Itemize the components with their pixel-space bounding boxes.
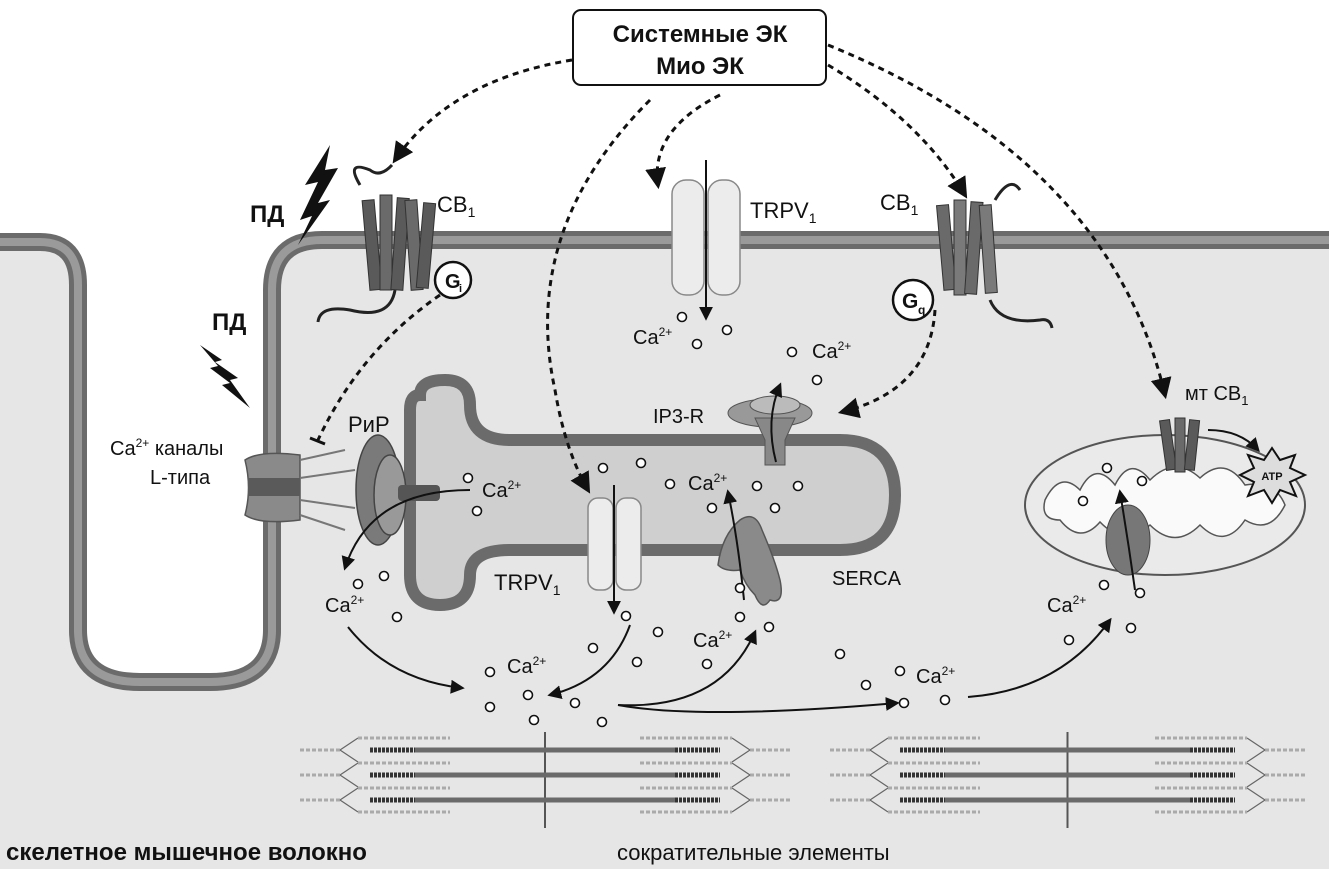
arrow-trpv1-to-myofibril bbox=[547, 624, 631, 700]
mt-cb1-label: мт CB1 bbox=[1185, 383, 1248, 408]
cb1-receptor-left bbox=[316, 163, 437, 323]
trpv1-label-sr: TRPV1 bbox=[494, 570, 561, 598]
trpv1-channel-sr bbox=[587, 485, 642, 615]
inhibition-bar bbox=[309, 436, 326, 446]
arrow-to-trpv1-top bbox=[645, 93, 721, 190]
l-type-label-line1: Ca2+ каналы bbox=[110, 436, 223, 460]
calcium-labels: Ca2+ Ca2+ Ca2+ Ca2+ Ca2+ Ca2+ Ca2+ Ca2+ … bbox=[325, 325, 1086, 688]
svg-text:Ca2+: Ca2+ bbox=[482, 478, 521, 502]
ap-label-top: ПД bbox=[250, 201, 284, 228]
arrow-to-mitochondrion bbox=[967, 617, 1112, 698]
ip3-receptor bbox=[727, 382, 813, 466]
signaling-arrows bbox=[316, 43, 1172, 494]
cb1-label-left: CB1 bbox=[437, 192, 476, 220]
svg-text:Ca2+: Ca2+ bbox=[812, 339, 851, 363]
arrow-to-right-pool bbox=[617, 696, 900, 714]
lightning-icon-top bbox=[298, 145, 338, 245]
lightning-icon-side bbox=[200, 345, 250, 408]
mitochondrion bbox=[1024, 434, 1306, 576]
svg-text:Ca2+: Ca2+ bbox=[1047, 593, 1086, 617]
svg-text:Ca2+: Ca2+ bbox=[633, 325, 672, 349]
svg-text:ATP: ATP bbox=[1261, 471, 1282, 483]
arrow-to-myofibril-left bbox=[347, 626, 465, 694]
source-line1: Системные ЭК bbox=[613, 21, 788, 48]
atp-burst-icon: ATP bbox=[1237, 446, 1308, 505]
ap-label-side: ПД bbox=[212, 309, 246, 336]
trpv1-channel-top bbox=[671, 160, 741, 321]
svg-text:i: i bbox=[459, 283, 462, 295]
arrow-to-cb1-right bbox=[827, 63, 968, 199]
gi-protein: G i bbox=[433, 260, 473, 300]
sarcomere-left bbox=[300, 732, 790, 828]
arrow-to-cb1-left bbox=[392, 58, 573, 164]
svg-text:q: q bbox=[918, 303, 925, 317]
svg-text:Ca2+: Ca2+ bbox=[325, 593, 364, 617]
cb1-label-right: CB1 bbox=[880, 190, 919, 218]
svg-text:G: G bbox=[445, 271, 461, 293]
sarcolemma-inner bbox=[0, 236, 1329, 686]
arrow-gi-to-ltype bbox=[316, 293, 441, 441]
cb1-receptor-right bbox=[935, 182, 1054, 329]
arrow-to-mt-cb1 bbox=[827, 43, 1172, 400]
svg-text:Ca2+: Ca2+ bbox=[693, 628, 732, 652]
mt-cb1-receptor bbox=[1159, 417, 1260, 473]
mitochondrial-uniporter bbox=[1105, 489, 1151, 591]
gq-protein: G q bbox=[891, 278, 935, 322]
trpv1-label-top: TRPV1 bbox=[750, 198, 817, 226]
source-box: Системные ЭК Мио ЭК bbox=[572, 9, 827, 86]
svg-text:Ca2+: Ca2+ bbox=[916, 664, 955, 688]
fiber-label: скелетное мышечное волокно bbox=[6, 839, 367, 866]
arrow-gq-to-ip3r bbox=[837, 309, 937, 419]
sarcomere-right bbox=[830, 732, 1305, 828]
serca-label: SERCA bbox=[832, 568, 902, 590]
ryr-label: РиР bbox=[348, 412, 390, 437]
arrow-to-serca bbox=[617, 629, 757, 707]
svg-text:Ca2+: Ca2+ bbox=[507, 654, 546, 678]
l-type-label-line2: L-типа bbox=[150, 467, 211, 489]
arrow-ryr-release bbox=[341, 489, 471, 571]
arrow-to-trpv1-sr bbox=[546, 98, 652, 494]
ip3r-label: IP3-R bbox=[653, 406, 704, 428]
svg-text:Ca2+: Ca2+ bbox=[688, 471, 727, 495]
sarcoplasmic-reticulum bbox=[404, 373, 902, 612]
svg-text:G: G bbox=[902, 290, 918, 313]
contractile-elements-label: сократительные элементы bbox=[617, 840, 890, 865]
calcium-flux-arrows bbox=[341, 489, 1112, 714]
l-type-calcium-channel bbox=[244, 449, 356, 531]
source-line2: Мио ЭК bbox=[656, 53, 744, 80]
calcium-ions bbox=[352, 311, 1148, 728]
